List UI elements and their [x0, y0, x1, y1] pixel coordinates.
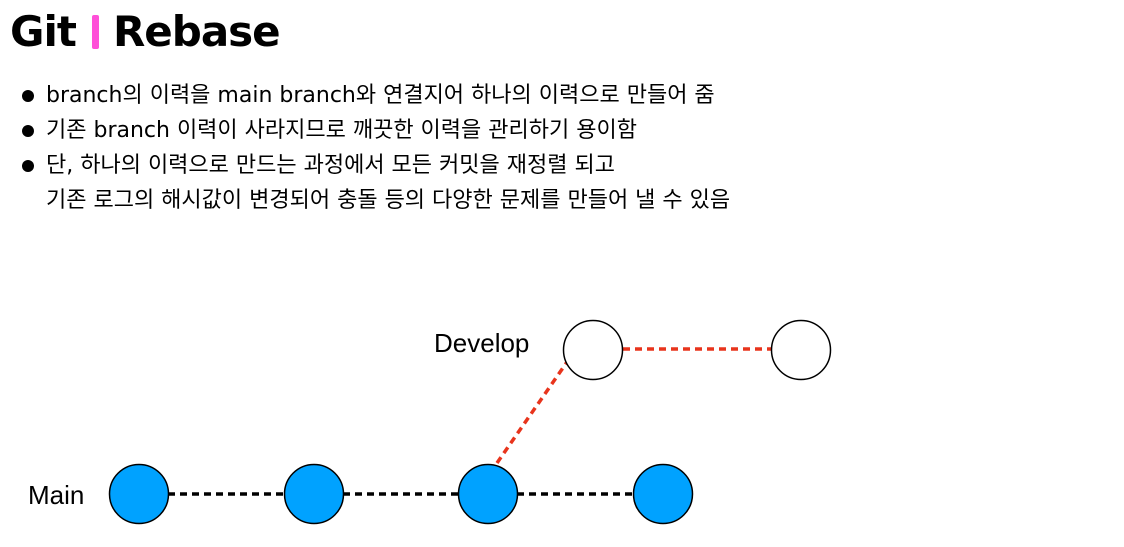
main-commit-node — [457, 463, 519, 525]
develop-commit-node — [770, 319, 832, 381]
bullet-item: branch의 이력을 main branch와 연결지어 하나의 이력으로 만… — [20, 78, 730, 113]
title-separator — [91, 15, 99, 49]
main-commit-node — [283, 463, 345, 525]
bullet-list: branch의 이력을 main branch와 연결지어 하나의 이력으로 만… — [20, 78, 730, 218]
bullet-text: branch의 이력을 main branch와 연결지어 하나의 이력으로 만… — [46, 83, 715, 108]
title-git: Git — [10, 7, 77, 56]
bullet-item: 기존 branch 이력이 사라지므로 깨끗한 이력을 관리하기 용이함 — [20, 113, 730, 148]
main-commit-node — [108, 463, 170, 525]
bullet-dot — [22, 160, 34, 172]
page-title: Git Rebase — [10, 6, 281, 58]
bullet-text-continued: 기존 로그의 해시값이 변경되어 충돌 등의 다양한 문제를 만들어 낼 수 있… — [46, 188, 731, 213]
develop-branch-connector — [495, 361, 569, 464]
develop-label: Develop — [434, 328, 529, 358]
bullet-dot — [22, 125, 34, 137]
main-commit-node — [632, 463, 694, 525]
bullet-item: 단, 하나의 이력으로 만드는 과정에서 모든 커밋을 재정렬 되고 기존 로그… — [20, 148, 730, 218]
title-rebase: Rebase — [112, 7, 281, 56]
bullet-text: 기존 branch 이력이 사라지므로 깨끗한 이력을 관리하기 용이함 — [46, 118, 637, 143]
bullet-dot — [22, 90, 34, 102]
develop-commit-node — [562, 319, 624, 381]
main-label: Main — [28, 480, 84, 510]
bullet-text: 단, 하나의 이력으로 만드는 과정에서 모든 커밋을 재정렬 되고 — [46, 153, 615, 178]
